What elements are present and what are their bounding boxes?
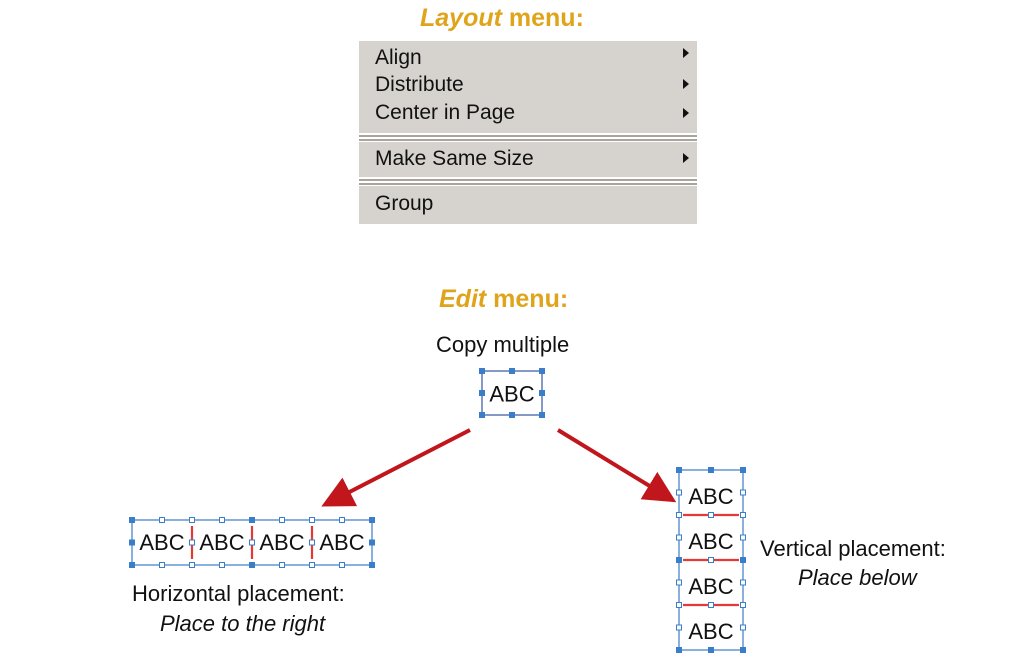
selection-handle <box>676 647 682 653</box>
selection-handle <box>509 412 515 418</box>
edit-heading-suffix: menu: <box>486 285 569 313</box>
selection-handle <box>249 517 255 523</box>
selection-handle <box>539 412 545 418</box>
selection-handle <box>219 562 225 568</box>
selection-handle <box>740 647 746 653</box>
abc-object-text: ABC <box>688 484 733 509</box>
selection-handle <box>509 368 515 374</box>
selection-handle <box>249 562 255 568</box>
arrow-left <box>321 428 471 507</box>
submenu-arrow-icon <box>683 79 689 89</box>
selection-handle <box>708 557 714 563</box>
layout-heading-suffix: menu: <box>501 4 584 32</box>
menu-item-distribute[interactable]: Distribute <box>375 73 464 97</box>
vertical-placement-option: Place below <box>798 565 917 590</box>
submenu-arrow-icon <box>683 108 689 118</box>
menu-item-label: Align <box>375 46 422 69</box>
selection-handle <box>708 512 714 518</box>
selection-handle <box>369 539 375 546</box>
vertical-placement-title: Vertical placement: <box>760 536 946 561</box>
menu-item-label: Group <box>375 192 434 215</box>
selection-handle <box>279 517 285 523</box>
selection-handle <box>740 557 746 563</box>
submenu-arrow-icon <box>683 48 689 58</box>
selection-handle <box>740 579 746 586</box>
selection-handle <box>309 517 315 523</box>
layout-menu-heading: Layout menu: <box>420 4 584 33</box>
selection-handle <box>339 517 345 523</box>
selection-handle <box>479 412 485 418</box>
selection-handle <box>309 562 315 568</box>
selection-handle <box>708 602 714 608</box>
menu-item-label: Distribute <box>375 73 464 96</box>
selection-handle <box>740 602 746 608</box>
horizontal-placement-option: Place to the right <box>160 611 326 636</box>
selection-handle <box>479 390 485 396</box>
selection-handle <box>676 534 682 541</box>
selection-handle <box>676 624 682 631</box>
selection-handle <box>309 539 315 546</box>
abc-object-text: ABC <box>489 382 534 407</box>
selection-handle <box>676 602 682 608</box>
arrow-right <box>556 428 677 503</box>
selection-handle <box>279 562 285 568</box>
selection-handle <box>740 624 746 631</box>
selection-handle <box>219 517 225 523</box>
menu-item-group[interactable]: Group <box>375 192 433 216</box>
abc-object-text: ABC <box>319 530 364 555</box>
horizontal-placement-title: Horizontal placement: <box>132 581 345 606</box>
selection-handle <box>249 539 255 546</box>
selection-handle <box>159 562 165 568</box>
selection-handle <box>708 467 714 473</box>
selection-handle <box>189 517 195 523</box>
menu-item-center-in-page[interactable]: Center in Page <box>375 101 515 125</box>
submenu-arrow-icon <box>683 153 689 163</box>
selection-handle <box>339 562 345 568</box>
selection-handle <box>539 390 545 396</box>
selection-handle <box>676 467 682 473</box>
selection-handle <box>708 647 714 653</box>
selection-handle <box>740 534 746 541</box>
selection-handle <box>159 517 165 523</box>
menu-item-label: Center in Page <box>375 101 516 124</box>
selection-handle <box>129 517 135 523</box>
selection-handle <box>189 562 195 568</box>
selection-handle <box>129 562 135 568</box>
selection-handle <box>129 539 135 546</box>
edit-heading-keyword: Edit <box>439 285 487 313</box>
menu-separator <box>359 133 697 142</box>
abc-object-text: ABC <box>199 530 244 555</box>
copy-multiple-label: Copy multiple <box>436 332 570 357</box>
selection-handle <box>740 489 746 496</box>
abc-object-text: ABC <box>688 529 733 554</box>
abc-object-text: ABC <box>688 619 733 644</box>
selection-handle <box>369 517 375 523</box>
selection-handle <box>676 579 682 586</box>
selection-handle <box>676 512 682 518</box>
abc-object-text: ABC <box>259 530 304 555</box>
selection-handle <box>539 368 545 374</box>
menu-item-label: Make Same Size <box>375 147 534 170</box>
menu-separator <box>359 177 697 186</box>
selection-handle <box>740 512 746 518</box>
menu-item-align[interactable]: Align <box>375 46 422 70</box>
layout-heading-keyword: Layout <box>420 4 502 32</box>
layout-menu: Align Distribute Center in Page Make Sam… <box>359 41 697 224</box>
selection-handle <box>676 489 682 496</box>
menu-item-make-same-size[interactable]: Make Same Size <box>375 147 534 171</box>
selection-handle <box>740 467 746 473</box>
edit-menu-heading: Edit menu: <box>439 285 568 314</box>
selection-handle <box>189 539 195 546</box>
selection-handle <box>479 368 485 374</box>
abc-object-text: ABC <box>139 530 184 555</box>
selection-handle <box>676 557 682 563</box>
abc-object-text: ABC <box>688 574 733 599</box>
selection-handle <box>369 562 375 568</box>
